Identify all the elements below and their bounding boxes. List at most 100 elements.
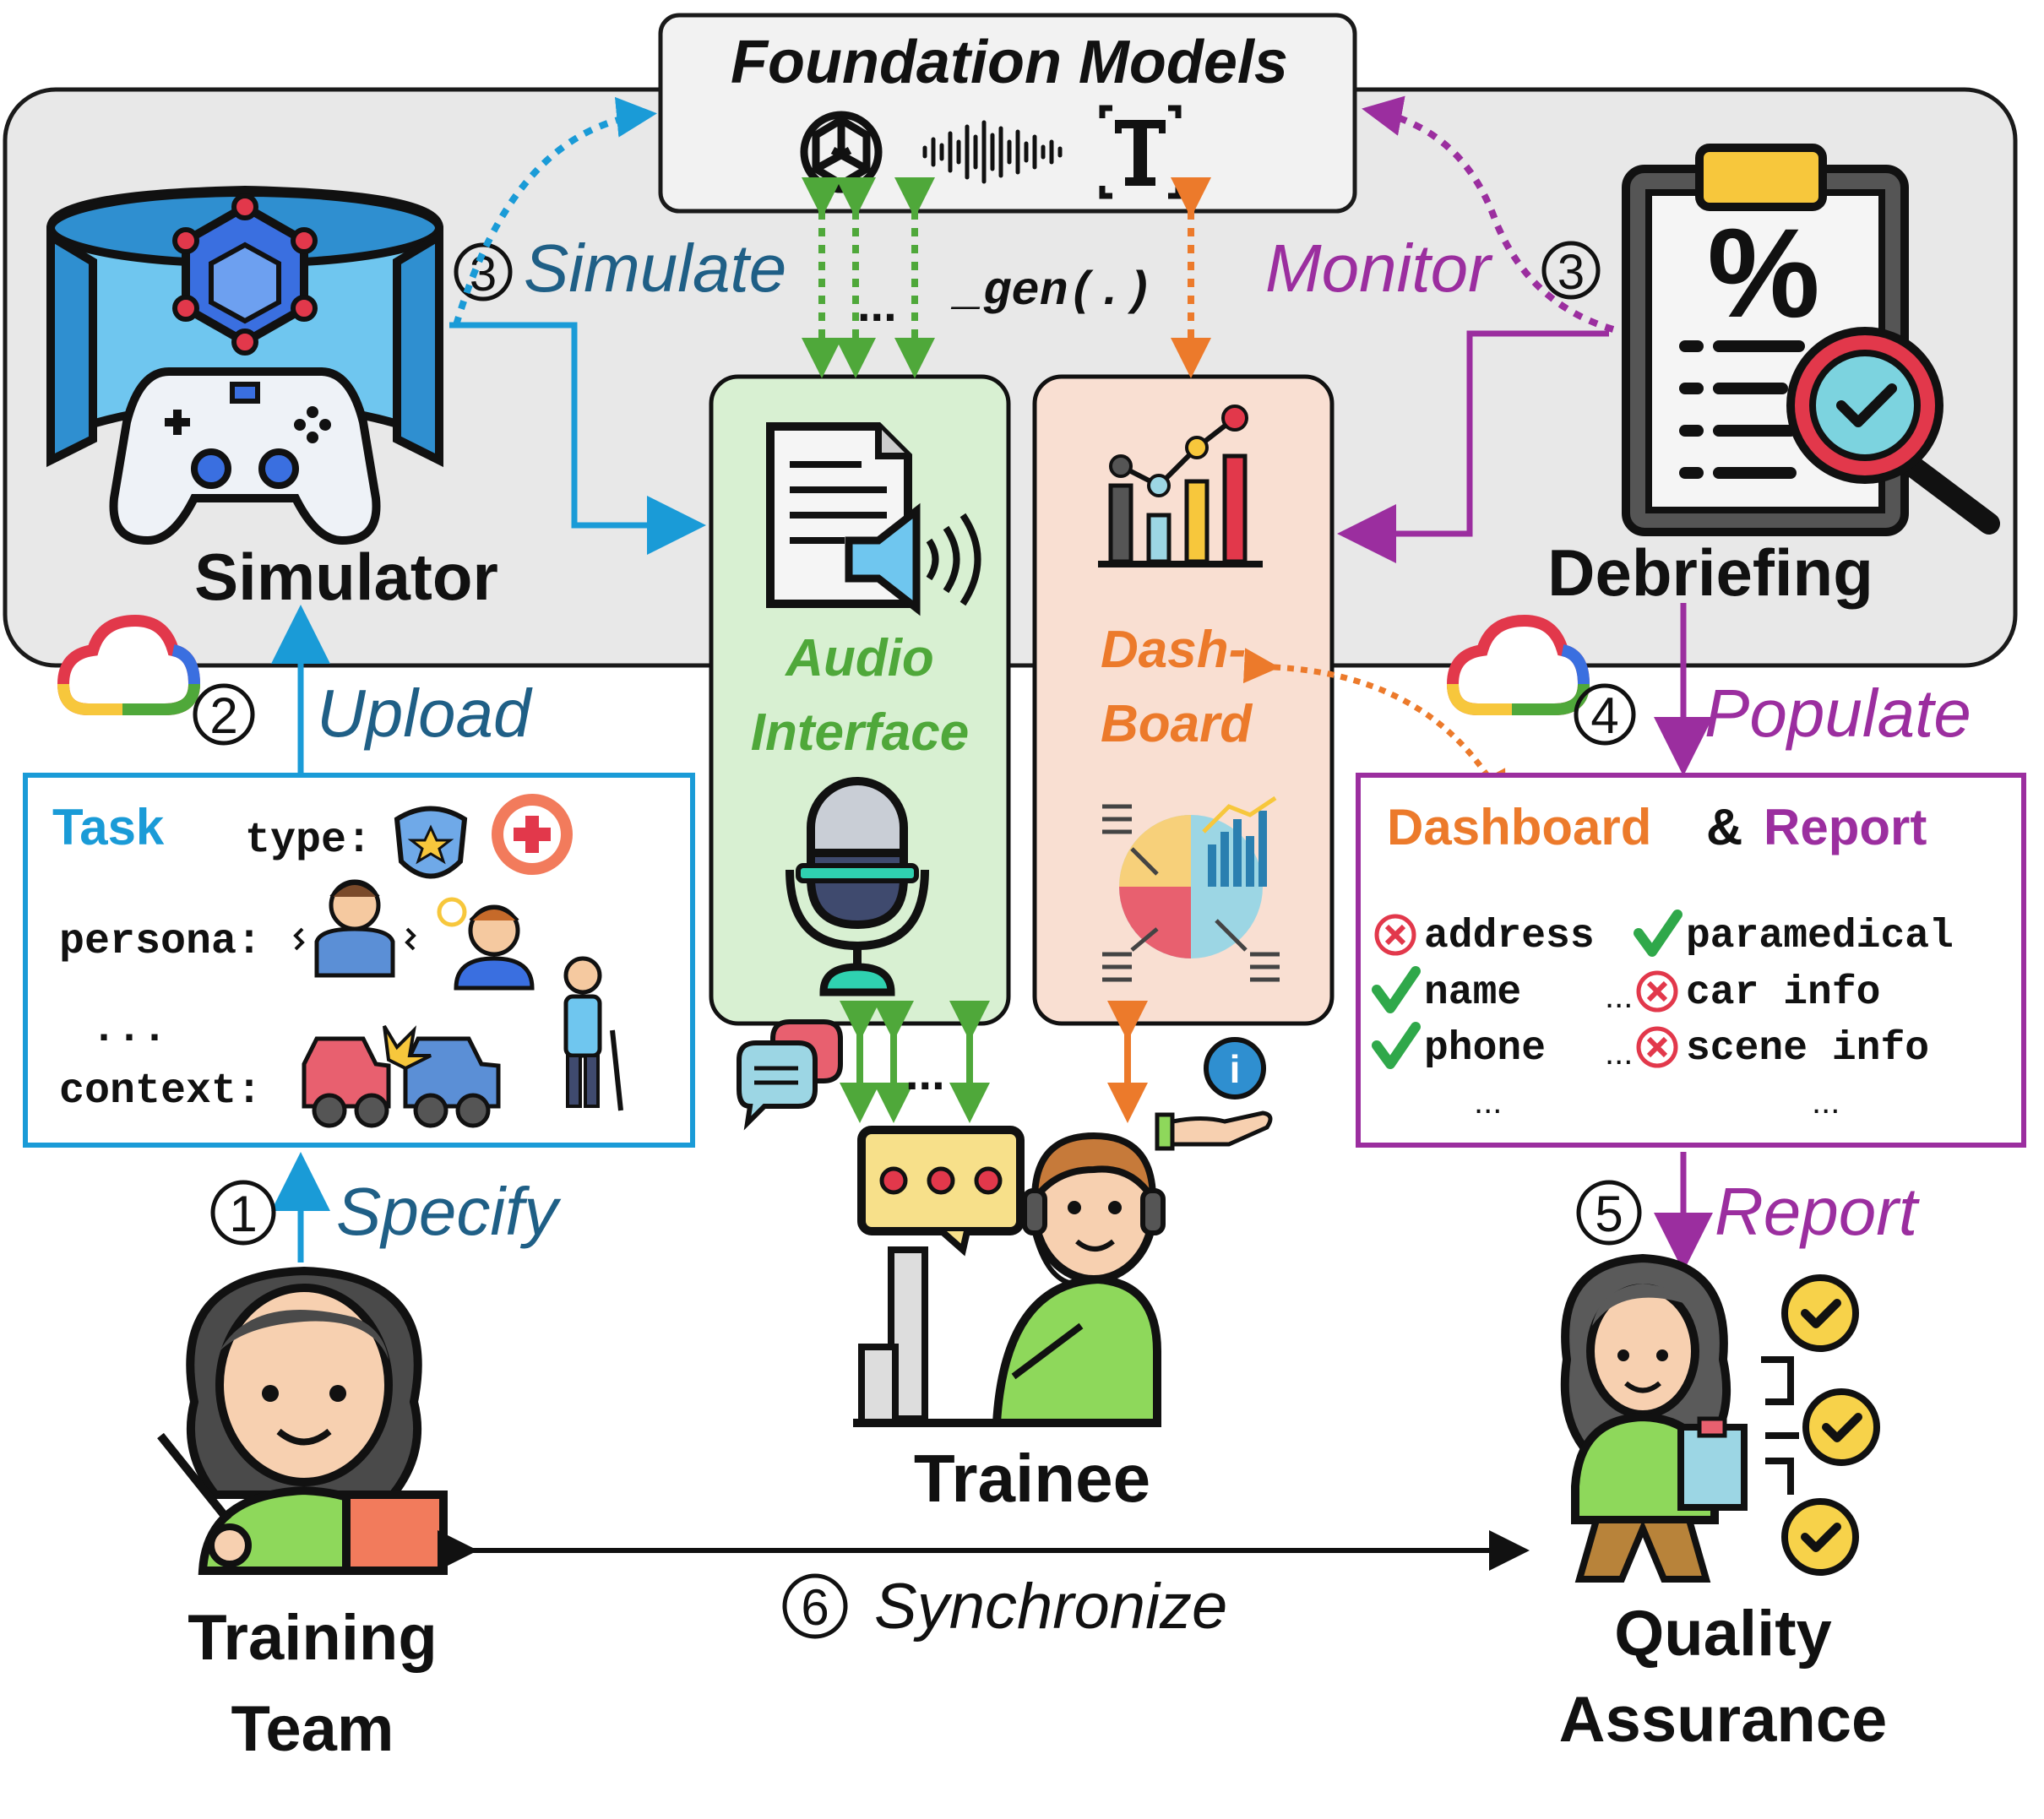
- step-1-number: 1: [229, 1186, 257, 1242]
- simulate-to-fm-arrow: [453, 96, 657, 327]
- training-team-line1: Training: [188, 1602, 438, 1674]
- upload-label: Upload: [317, 676, 533, 751]
- populate-label: Populate: [1704, 676, 1971, 751]
- report-title-amp: &: [1706, 799, 1742, 855]
- dashboard-line2: Board: [1101, 695, 1253, 753]
- step-4-number: 4: [1590, 687, 1618, 744]
- step-1-badge: [210, 1180, 276, 1246]
- step-2-badge: [193, 683, 255, 746]
- info-hand-icon: i: [1155, 1037, 1273, 1151]
- simulate-step: 3 Simulate: [454, 231, 786, 306]
- report-item: car info: [1636, 970, 1880, 1016]
- step-6-badge: [782, 1573, 848, 1639]
- type-label: type:: [245, 817, 372, 865]
- report-item: scene info: [1636, 1026, 1929, 1072]
- dashboard-panel: Dash- Board: [1032, 374, 1335, 1026]
- foundation-models-title: Foundation Models: [731, 29, 1288, 96]
- bar-chart-icon: [1098, 405, 1263, 567]
- report-dots-right: ...: [1812, 1083, 1840, 1121]
- task-ellipsis: ...: [91, 1006, 167, 1054]
- llm-icon: [800, 111, 883, 193]
- debriefing-to-dashboard-arrow: [1337, 330, 1609, 563]
- fm-dots: ...: [857, 278, 897, 331]
- report-title-dashboard: Dashboard: [1387, 799, 1651, 855]
- training-team-icon: [157, 1266, 448, 1575]
- step-3-monitor-badge: [1541, 241, 1601, 300]
- pie-chart-icon: [1102, 795, 1280, 982]
- waveform-icon: [922, 120, 1063, 184]
- trainee-icon: [853, 1126, 1166, 1427]
- report-item: name: [1372, 966, 1521, 1016]
- report-label: Report: [1715, 1174, 1920, 1249]
- report-item: address: [1374, 914, 1595, 959]
- foundation-models-box: Foundation Models: [658, 13, 1357, 214]
- simulator-label: Simulator: [194, 540, 498, 614]
- document-speaker-icon: [766, 422, 981, 616]
- report-item-label: phone: [1424, 1026, 1546, 1072]
- task-title: Task: [52, 799, 165, 855]
- debriefing-label: Debriefing: [1547, 535, 1873, 610]
- audio-interface-panel: Audio Interface: [709, 374, 1011, 1026]
- x-mark-icon: [1374, 914, 1416, 956]
- check-mark-icon: [1372, 1022, 1421, 1069]
- audio-line2: Interface: [751, 703, 969, 762]
- quality-assurance-icon: [1560, 1253, 1880, 1583]
- monitor-to-fm-arrow: [1362, 95, 1615, 333]
- context-label: context:: [59, 1067, 262, 1116]
- simulator-to-audio-arrow: [449, 322, 706, 555]
- injured-person-icon: [563, 956, 623, 1111]
- quality-line2: Assurance: [1559, 1684, 1888, 1756]
- svg-text:i: i: [1230, 1047, 1241, 1091]
- check-mark-icon: [1634, 910, 1682, 957]
- check-mark-icon: [1372, 966, 1421, 1013]
- report-item-label: scene info: [1686, 1026, 1929, 1072]
- police-badge-icon: [394, 806, 468, 879]
- synchronize-label: Synchronize: [874, 1571, 1227, 1643]
- dashboard-line1: Dash-: [1101, 621, 1246, 679]
- monitor-label: Monitor: [1265, 231, 1493, 306]
- report-dots-left: ...: [1474, 1083, 1502, 1121]
- worried-person-icon: [437, 897, 535, 991]
- car-crash-icon: [302, 1024, 501, 1128]
- report-ellipsis-1: ...: [1605, 978, 1633, 1015]
- trainee-label: Trainee: [914, 1441, 1150, 1516]
- step-6-number: 6: [801, 1579, 829, 1636]
- step-5-badge: [1576, 1180, 1642, 1246]
- report-item-label: car info: [1686, 970, 1880, 1016]
- step-4-badge: [1574, 683, 1636, 746]
- report-item: paramedical: [1634, 910, 1954, 959]
- report-box: Dashboard & Report address name phone param…: [1356, 773, 2026, 1148]
- report-item-label: paramedical: [1686, 914, 1954, 959]
- monitor-step: Monitor 3: [1265, 231, 1601, 306]
- report-item-label: address: [1424, 914, 1595, 959]
- step-3-monitor-number: 3: [1557, 245, 1585, 300]
- step-2-number: 2: [209, 687, 237, 744]
- report-title-report: Report: [1764, 799, 1927, 855]
- trainee-dots: ...: [905, 1046, 945, 1100]
- report-item: phone: [1372, 1022, 1546, 1072]
- x-mark-icon: [1636, 970, 1678, 1013]
- stressed-person-icon: [293, 879, 416, 978]
- cloud-icon-left: [57, 614, 201, 715]
- medical-cross-icon: [492, 794, 573, 875]
- percent-icon: %: [1707, 202, 1819, 344]
- simulate-label: Simulate: [524, 231, 786, 306]
- persona-label: persona:: [59, 918, 262, 966]
- quality-line1: Quality: [1614, 1598, 1832, 1670]
- step-5-number: 5: [1595, 1186, 1623, 1242]
- gen-label: _gen(.): [950, 264, 1153, 318]
- task-box: Task type: persona: ... context:: [23, 773, 695, 1148]
- x-mark-icon: [1636, 1026, 1678, 1068]
- chat-bubbles-icon: [737, 1019, 843, 1131]
- debriefing-icon: %: [1622, 144, 2000, 536]
- report-item-label: name: [1424, 970, 1521, 1016]
- simulator-icon: [46, 185, 443, 546]
- dashboard-report-link: [1242, 648, 1507, 808]
- report-ellipsis-2: ...: [1605, 1034, 1633, 1072]
- audio-line1: Audio: [784, 629, 934, 687]
- trainee-audio-arrows: [840, 1001, 990, 1123]
- training-team-line2: Team: [231, 1693, 394, 1765]
- text-tool-icon: [1099, 105, 1182, 199]
- specify-label: Specify: [336, 1174, 562, 1249]
